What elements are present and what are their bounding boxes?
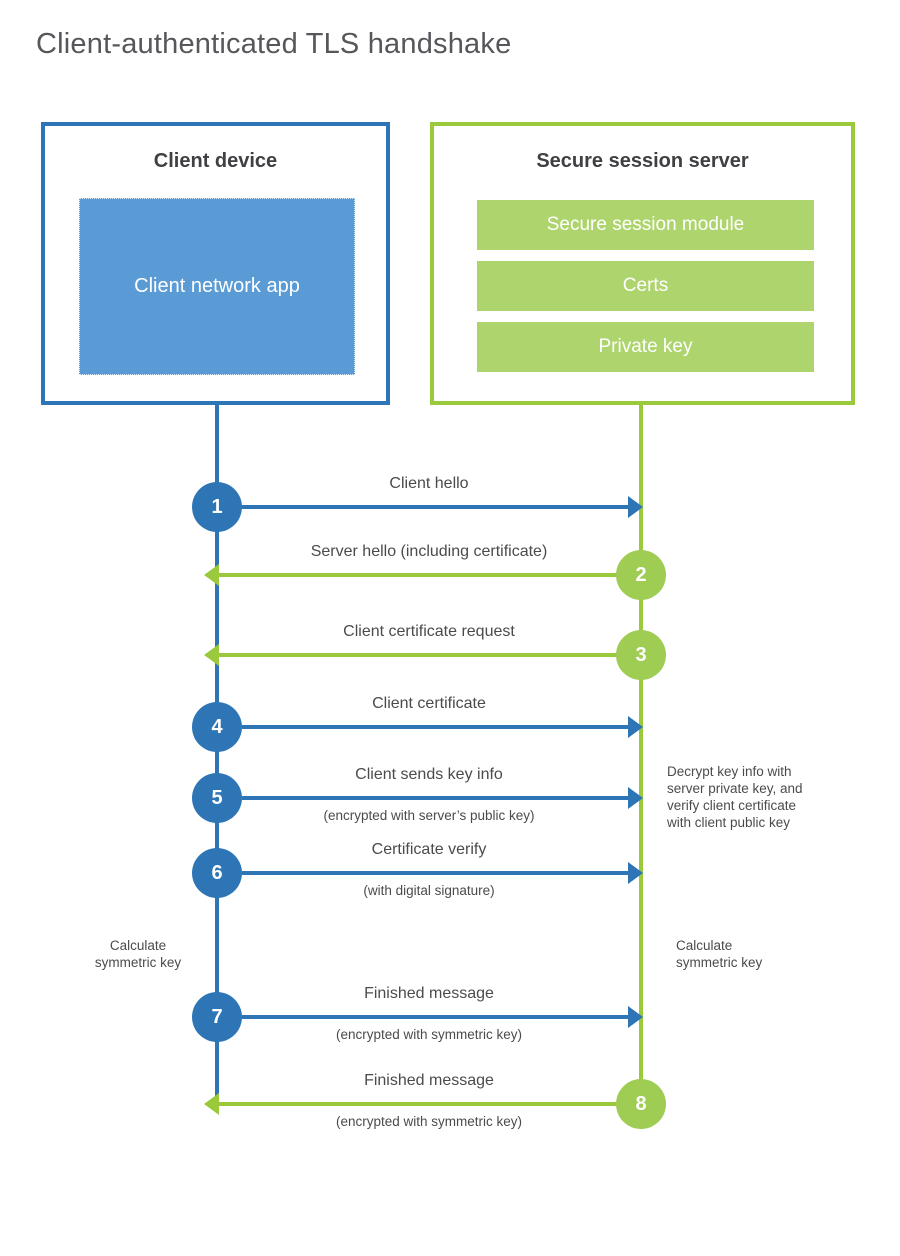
- step-number-badge: 7: [192, 992, 242, 1042]
- message-arrow-shaft: [242, 796, 628, 800]
- step-number-badge: 2: [616, 550, 666, 600]
- message-label: Client sends key info: [355, 766, 503, 783]
- step-number-badge: 1: [192, 482, 242, 532]
- step-number-badge: 6: [192, 848, 242, 898]
- message-arrow-shaft: [242, 1015, 628, 1019]
- message-arrow-shaft: [219, 653, 616, 657]
- server-lifeline: [639, 405, 643, 1128]
- message-arrowhead-icon: [628, 787, 643, 809]
- message-sublabel: (encrypted with server’s public key): [323, 808, 535, 823]
- page-title: Client-authenticated TLS handshake: [36, 28, 512, 60]
- client-network-app-label: Client network app: [134, 275, 300, 297]
- secure-session-server-title: Secure session server: [536, 150, 749, 172]
- calc-symmetric-key-server: Calculate symmetric key: [676, 938, 763, 970]
- step-number: 1: [211, 495, 223, 518]
- step-number: 5: [211, 786, 223, 809]
- message-arrow-shaft: [242, 725, 628, 729]
- step-number-badge: 8: [616, 1079, 666, 1129]
- step-number-badge: 3: [616, 630, 666, 680]
- message-arrow-shaft: [242, 871, 628, 875]
- step-number: 8: [635, 1092, 647, 1115]
- client-network-app-box: Client network app: [79, 198, 355, 375]
- message-arrowhead-icon: [204, 564, 219, 586]
- message-label: Finished message: [364, 1072, 494, 1089]
- step-number: 3: [635, 643, 647, 666]
- message-label: Finished message: [364, 985, 494, 1002]
- message-label: Client hello: [389, 475, 469, 492]
- message-arrowhead-icon: [204, 1093, 219, 1115]
- message-label: Server hello (including certificate): [310, 543, 548, 560]
- step-number: 4: [211, 715, 223, 738]
- secure-session-server-box: Secure session server Secure session mod…: [430, 122, 855, 405]
- message-arrow-shaft: [219, 1102, 616, 1106]
- message-arrow-shaft: [242, 505, 628, 509]
- step-number: 6: [211, 861, 223, 884]
- message-arrow-shaft: [219, 573, 616, 577]
- message-label: Client certificate: [372, 695, 486, 712]
- step-number-badge: 4: [192, 702, 242, 752]
- client-device-title: Client device: [153, 150, 278, 172]
- message-label: Certificate verify: [371, 841, 487, 858]
- message-arrowhead-icon: [628, 496, 643, 518]
- message-sublabel: (encrypted with symmetric key): [335, 1114, 523, 1129]
- server-module-bar: Private key: [477, 322, 814, 372]
- step-number: 7: [211, 1005, 223, 1028]
- step-number: 2: [635, 563, 647, 586]
- step-number-badge: 5: [192, 773, 242, 823]
- message-sublabel: (encrypted with symmetric key): [335, 1027, 523, 1042]
- message-arrowhead-icon: [628, 1006, 643, 1028]
- client-device-box: Client device Client network app: [41, 122, 390, 405]
- message-label: Client certificate request: [343, 623, 515, 640]
- message-arrowhead-icon: [204, 644, 219, 666]
- server-module-bar: Certs: [477, 261, 814, 311]
- server-decrypt-note: Decrypt key info with server private key…: [667, 764, 803, 830]
- message-sublabel: (with digital signature): [363, 883, 495, 898]
- message-arrowhead-icon: [628, 862, 643, 884]
- calc-symmetric-key-client: Calculate symmetric key: [94, 938, 182, 970]
- message-arrowhead-icon: [628, 716, 643, 738]
- server-module-bar: Secure session module: [477, 200, 814, 250]
- client-lifeline: [215, 405, 219, 1106]
